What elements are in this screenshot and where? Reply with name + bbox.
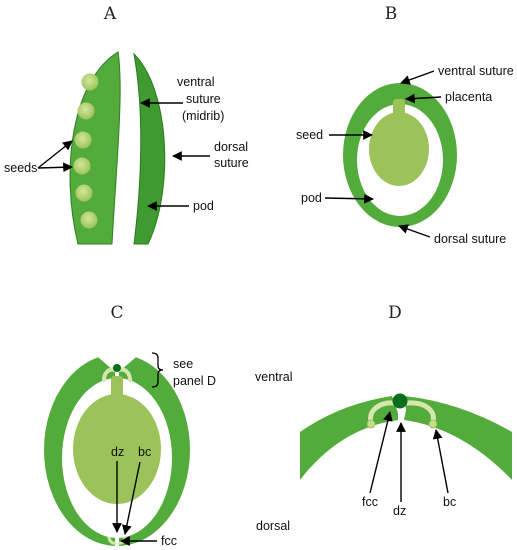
label-dorsal: dorsal (256, 519, 290, 533)
label-pod-b: pod (301, 191, 322, 205)
dorsal-bundle-left (107, 536, 117, 545)
dehiscence-zone-gap (398, 405, 403, 421)
panel-b-letter: B (385, 4, 398, 24)
pod-half-right (133, 52, 166, 245)
label-ventral-suture-line3: (midrib) (182, 109, 224, 123)
label-bc-d: bc (443, 495, 456, 509)
bundle-left-d (368, 400, 397, 425)
placenta-node-c (113, 364, 121, 372)
arrow-dorsal-suture-b (398, 224, 431, 238)
label-dorsal-suture-line1: dorsal (214, 140, 248, 154)
panel-c-letter: C (110, 303, 123, 323)
label-bc-c: bc (138, 445, 151, 459)
panel-a: A ventral suture (midrib) dorsal suture … (4, 4, 249, 245)
seed (81, 73, 99, 91)
placenta-node-d (392, 393, 408, 409)
panel-d-letter: D (388, 303, 402, 323)
label-dz-c: dz (111, 445, 124, 459)
seed (74, 131, 92, 149)
label-see: see (173, 357, 193, 371)
label-placenta: placenta (445, 90, 492, 104)
arrow-seeds-2 (37, 162, 73, 173)
arch-band-right (404, 396, 512, 480)
label-dz-d: dz (393, 504, 406, 518)
arrow-ventral-suture-b (400, 70, 435, 85)
panel-a-letter: A (103, 4, 117, 24)
label-dorsal-suture-line2: suture (214, 156, 249, 170)
label-pod-a: pod (193, 199, 214, 213)
seed (75, 184, 93, 202)
label-ventral-suture-line1: ventral (177, 75, 215, 89)
label-ventral: ventral (255, 370, 293, 384)
bracket-see-panel-d (151, 352, 164, 388)
label-ventral-suture-b: ventral suture (438, 64, 514, 78)
label-fcc-d: fcc (362, 495, 378, 509)
bundle-right-d (405, 400, 436, 425)
bundle-end-right (428, 419, 438, 429)
label-seed-b: seed (296, 128, 323, 142)
seed (77, 102, 95, 120)
arch-band-left (300, 396, 400, 480)
arrow-seeds-1 (37, 140, 73, 169)
seed (80, 211, 98, 229)
arrow-fcc-d (369, 411, 393, 494)
arrow-pod-b (324, 193, 374, 204)
panel-b: B ventral suture placenta seed pod dorsa… (296, 4, 514, 246)
ventral-notch-c (92, 352, 142, 370)
seed-row (73, 73, 99, 229)
seed-c (73, 394, 161, 504)
label-ventral-suture-line2: suture (186, 92, 221, 106)
seed-b (369, 112, 429, 186)
arrow-bc-d (432, 429, 449, 494)
label-seeds: seeds (4, 161, 37, 175)
seed (73, 157, 91, 175)
panel-c: C see panel D ventral dorsal dz bc fcc (44, 303, 293, 548)
ventral-dehiscence-gap (115, 368, 119, 378)
panel-d: D fcc dz bc (300, 303, 512, 518)
label-panel-d: panel D (173, 374, 216, 388)
arrow-placenta (405, 93, 442, 104)
arrow-bc-c (122, 461, 141, 535)
dorsal-gap (115, 532, 119, 546)
label-dorsal-suture-b: dorsal suture (434, 232, 506, 246)
label-fcc-c: fcc (161, 534, 177, 548)
bundle-end-left (366, 419, 376, 429)
